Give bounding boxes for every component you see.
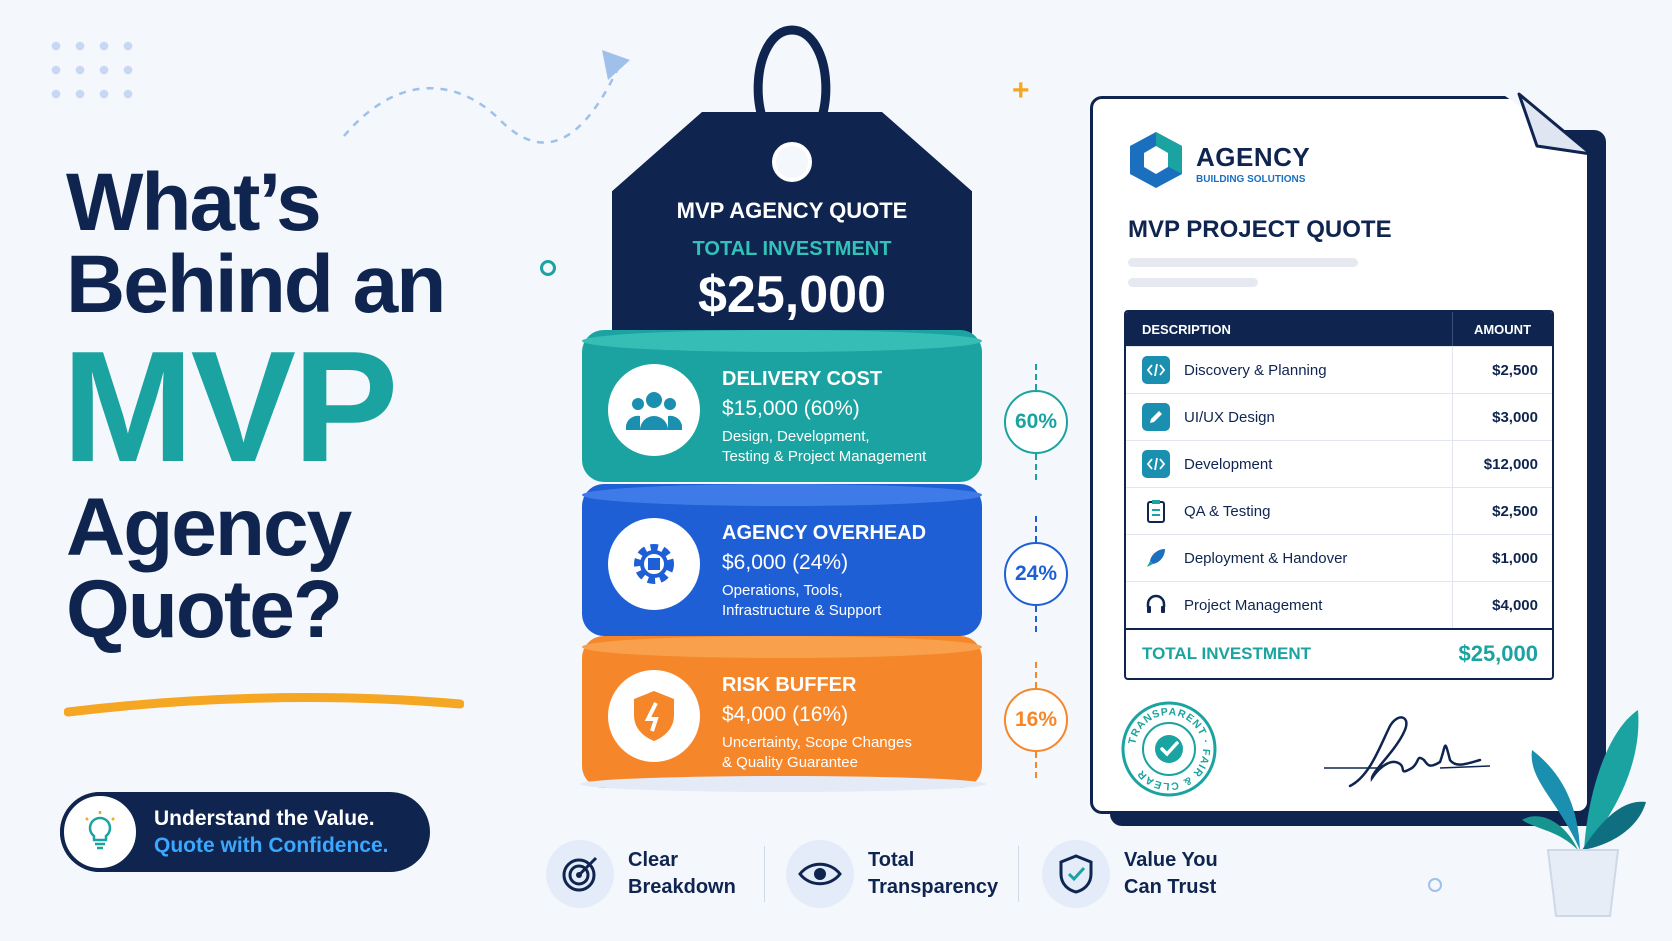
lightbulb-icon — [60, 792, 140, 872]
tier-desc: Uncertainty, Scope Changes — [722, 734, 912, 751]
tag-label: TOTAL INVESTMENT — [692, 238, 892, 260]
feature-line: Can Trust — [1124, 876, 1217, 898]
dot-grid-decoration — [44, 34, 134, 104]
table-row: QA & Testing $2,500 — [1126, 487, 1552, 534]
feature-line: Total — [868, 849, 915, 871]
row-label: UI/UX Design — [1184, 408, 1275, 426]
clipboard-icon — [1142, 497, 1170, 525]
headset-icon — [1142, 591, 1170, 619]
headline: What’s Behind an MVP Agency Quote? — [62, 157, 446, 656]
tag-amount: $25,000 — [698, 266, 886, 324]
percent-badge: 24% — [1004, 542, 1068, 606]
row-amount: $2,500 — [1452, 347, 1552, 393]
tag-title: MVP AGENCY QUOTE — [676, 198, 908, 223]
pencil-icon — [1142, 403, 1170, 431]
tier-title: AGENCY OVERHEAD — [722, 522, 927, 544]
percent-badge: 16% — [1004, 688, 1068, 752]
row-amount: $3,000 — [1452, 394, 1552, 440]
gear-icon — [608, 518, 700, 610]
brand-subtitle: BUILDING SOLUTIONS — [1196, 174, 1306, 185]
eye-icon — [786, 840, 854, 908]
headline-line: Behind an — [66, 239, 446, 330]
pill-line-1: Understand the Value. — [154, 806, 375, 830]
hexagon-logo-icon — [1130, 132, 1182, 188]
pill-line-2: Quote with Confidence. — [154, 834, 389, 857]
feature-value-trust: Value You Can Trust — [1042, 840, 1218, 908]
tier-desc: Operations, Tools, — [722, 582, 843, 599]
tier-agency-overhead: AGENCY OVERHEAD $6,000 (24%) Operations,… — [582, 484, 982, 636]
table-header: DESCRIPTION AMOUNT — [1126, 312, 1552, 346]
feature-total-transparency: Total Transparency — [786, 840, 998, 908]
row-label: QA & Testing — [1184, 502, 1271, 520]
table-row: Deployment & Handover $1,000 — [1126, 534, 1552, 581]
brand-name: AGENCY — [1196, 142, 1311, 172]
table-row: Development $12,000 — [1126, 440, 1552, 487]
target-icon — [546, 840, 614, 908]
quote-document — [1090, 96, 1590, 814]
tier-desc: Design, Development, — [722, 428, 870, 445]
headline-line: Agency — [66, 482, 352, 574]
feature-line: Clear — [628, 849, 679, 871]
column-header-description: DESCRIPTION — [1142, 321, 1231, 337]
row-label: Deployment & Handover — [1184, 549, 1348, 567]
approval-stamp: TRANSPARENT · FAIR & CLEAR — [1121, 701, 1217, 797]
plus-decoration: + — [1012, 74, 1030, 107]
tier-amount: $6,000 (24%) — [722, 551, 849, 574]
table-row: UI/UX Design $3,000 — [1126, 393, 1552, 440]
shield-icon — [608, 670, 700, 762]
ring-decoration — [540, 260, 556, 276]
table-row: Discovery & Planning $2,500 — [1126, 346, 1552, 393]
percent-badge: 60% — [1004, 390, 1068, 454]
brush-underline — [64, 693, 464, 717]
row-label: Discovery & Planning — [1184, 361, 1327, 379]
feature-line: Value You — [1124, 849, 1218, 871]
rocket-icon — [1142, 544, 1170, 572]
shield-check-icon — [1042, 840, 1110, 908]
tag-hole — [772, 142, 812, 182]
tier-risk-buffer: RISK BUFFER $4,000 (16%) Uncertainty, Sc… — [582, 636, 982, 788]
headline-line: Quote? — [66, 564, 343, 656]
plant-decoration — [1522, 710, 1646, 917]
tier-delivery-cost: DELIVERY COST $15,000 (60%) Design, Deve… — [582, 330, 982, 482]
tier-desc: & Quality Guarantee — [722, 754, 858, 772]
column-header-amount: AMOUNT — [1452, 312, 1552, 346]
row-amount: $4,000 — [1452, 582, 1552, 628]
table-total-row: TOTAL INVESTMENT $25,000 — [1126, 628, 1552, 678]
page-fold — [1517, 92, 1593, 156]
document-title: MVP PROJECT QUOTE — [1128, 216, 1392, 243]
total-value: $25,000 — [1458, 641, 1538, 666]
feature-divider — [1018, 846, 1019, 902]
ring-decoration — [1428, 878, 1442, 892]
tier-title: DELIVERY COST — [722, 368, 883, 390]
tier-title: RISK BUFFER — [722, 674, 857, 696]
feature-divider — [764, 846, 765, 902]
feature-line: Breakdown — [628, 876, 736, 898]
signature — [1324, 716, 1491, 788]
row-amount: $1,000 — [1452, 535, 1552, 581]
code-icon — [1142, 450, 1170, 478]
team-icon — [608, 364, 700, 456]
tier-desc: Testing & Project Management — [722, 448, 927, 466]
row-amount: $12,000 — [1452, 441, 1552, 487]
tier-shadow — [580, 776, 986, 792]
row-amount: $2,500 — [1452, 488, 1552, 534]
tier-amount: $4,000 (16%) — [722, 703, 849, 726]
value-pill: Understand the Value. Quote with Confide… — [60, 792, 430, 872]
quote-table: DESCRIPTION AMOUNT Discovery & Planning … — [1124, 310, 1554, 680]
row-label: Project Management — [1184, 596, 1323, 614]
feature-line: Transparency — [868, 876, 999, 898]
headline-mvp: MVP — [62, 319, 398, 495]
placeholder-line — [1128, 258, 1358, 267]
table-row: Project Management $4,000 — [1126, 581, 1552, 628]
total-label: TOTAL INVESTMENT — [1142, 644, 1312, 663]
placeholder-line — [1128, 278, 1258, 287]
headline-line: What’s — [66, 157, 322, 248]
code-icon — [1142, 356, 1170, 384]
row-label: Development — [1184, 455, 1273, 473]
dashed-arrow-decoration — [343, 50, 630, 144]
tier-desc: Infrastructure & Support — [722, 602, 882, 620]
tier-amount: $15,000 (60%) — [722, 397, 860, 420]
feature-clear-breakdown: Clear Breakdown — [546, 840, 736, 908]
